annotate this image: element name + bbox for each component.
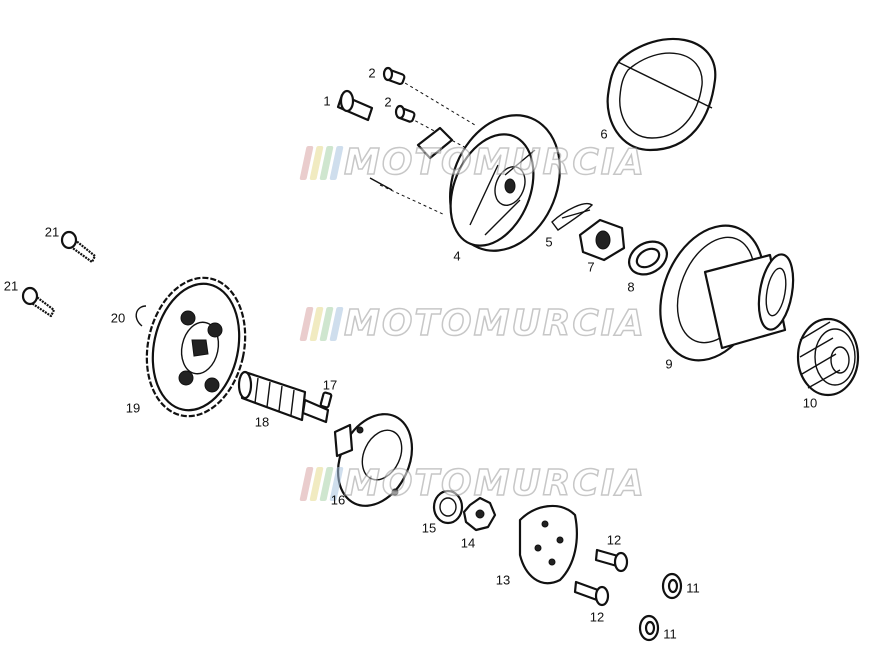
label-part-16: 16 bbox=[330, 492, 346, 508]
label-part-21-upper: 21 bbox=[44, 224, 60, 240]
label-part-11-upper: 11 bbox=[686, 580, 700, 596]
part-1-pin bbox=[336, 89, 374, 122]
part-12-screw-upper bbox=[594, 548, 629, 573]
label-part-12-lower: 12 bbox=[589, 609, 605, 625]
label-part-10: 10 bbox=[802, 395, 818, 411]
watermark-text: MOTOMURCIA bbox=[343, 141, 647, 184]
part-16-pump-body bbox=[333, 413, 413, 507]
label-part-17: 17 bbox=[322, 377, 338, 393]
part-8-washer bbox=[628, 240, 668, 276]
part-11-washer-lower bbox=[638, 614, 660, 642]
label-part-6: 6 bbox=[600, 126, 608, 142]
label-part-9: 9 bbox=[665, 356, 673, 372]
label-part-2-upper: 2 bbox=[368, 65, 376, 81]
part-18-shaft bbox=[237, 370, 330, 424]
part-2-screw-lower bbox=[394, 104, 416, 123]
label-part-7: 7 bbox=[587, 259, 595, 275]
part-17-pin bbox=[319, 391, 333, 409]
label-part-12-upper: 12 bbox=[606, 532, 622, 548]
label-part-5: 5 bbox=[545, 234, 553, 250]
part-14-rotor bbox=[462, 496, 497, 532]
watermark-text: MOTOMURCIA bbox=[343, 302, 647, 345]
watermark-top: MOTOMURCIA bbox=[299, 141, 647, 184]
label-part-18: 18 bbox=[254, 414, 270, 430]
watermark-text: MOTOMURCIA bbox=[343, 462, 647, 505]
part-2-screw-upper bbox=[382, 66, 406, 86]
part-6-gasket bbox=[606, 37, 717, 152]
part-11-washer-upper bbox=[661, 572, 683, 600]
label-part-8: 8 bbox=[627, 279, 635, 295]
label-part-19: 19 bbox=[125, 400, 141, 416]
watermark-bars bbox=[299, 306, 344, 341]
part-21-bolt-lower bbox=[21, 286, 56, 318]
label-part-2-lower: 2 bbox=[384, 94, 392, 110]
label-part-21-lower: 21 bbox=[3, 278, 19, 294]
label-part-1: 1 bbox=[323, 93, 331, 109]
label-part-14: 14 bbox=[460, 535, 476, 551]
part-15-outer-rotor bbox=[432, 489, 464, 525]
part-20-circlip bbox=[135, 305, 147, 327]
label-part-15: 15 bbox=[421, 520, 437, 536]
part-10-pinion bbox=[796, 317, 860, 397]
watermark-bottom: MOTOMURCIA bbox=[299, 462, 647, 505]
part-12-screw-lower bbox=[573, 580, 610, 607]
part-19-sprocket bbox=[145, 276, 247, 418]
label-part-13: 13 bbox=[495, 572, 511, 588]
part-9-hub bbox=[659, 224, 795, 362]
watermark-middle: MOTOMURCIA bbox=[299, 302, 647, 345]
label-part-11-lower: 11 bbox=[663, 626, 677, 642]
label-part-20: 20 bbox=[110, 310, 126, 326]
part-21-bolt-upper bbox=[60, 230, 97, 264]
part-13-cover-plate bbox=[518, 504, 578, 585]
watermark-bars bbox=[299, 145, 344, 180]
part-5-clip bbox=[551, 203, 594, 231]
part-7-nut bbox=[578, 218, 626, 262]
label-part-4: 4 bbox=[453, 248, 461, 264]
part-4-flywheel bbox=[369, 114, 561, 252]
